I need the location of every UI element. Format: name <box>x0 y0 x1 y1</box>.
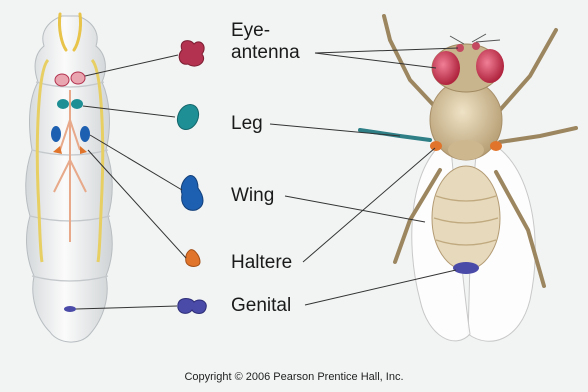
label-wing: Wing <box>231 185 274 206</box>
fly-left-eye <box>432 51 460 85</box>
label-eye-antenna-line2: antenna <box>231 42 300 63</box>
eye-antenna-disc <box>179 41 204 66</box>
label-leg: Leg <box>231 113 263 134</box>
larva-wing-disc-left <box>51 126 61 142</box>
larva-wing-disc-right <box>80 126 90 142</box>
leg-disc <box>173 101 202 133</box>
adult-fly <box>360 16 576 341</box>
fly-right-haltere <box>490 141 502 151</box>
label-eye-antenna-line1: Eye- <box>231 20 270 41</box>
fly-genitalia <box>453 262 479 274</box>
fly-front-right-leg <box>500 30 556 110</box>
larva-eye-antenna-disc-left <box>55 74 69 86</box>
fly-right-antenna <box>472 42 480 50</box>
larva <box>26 14 113 342</box>
fly-front-left-leg <box>384 16 440 112</box>
fly-left-haltere <box>430 141 442 151</box>
larva-genital-disc <box>64 306 76 312</box>
haltere-disc <box>186 250 200 267</box>
genital-disc <box>178 299 206 314</box>
fly-right-eye <box>476 49 504 83</box>
fly-abdomen <box>432 166 500 270</box>
fly-mid-right-leg <box>500 128 576 142</box>
label-haltere: Haltere <box>231 252 292 273</box>
larva-leg-disc-right <box>71 99 83 109</box>
larva-leg-disc-left <box>57 99 69 109</box>
fly-mid-left-leg <box>360 130 430 140</box>
larva-eye-antenna-disc-right <box>71 72 85 84</box>
label-genital: Genital <box>231 295 291 316</box>
copyright-text: Copyright © 2006 Pearson Prentice Hall, … <box>184 371 403 383</box>
wing-disc <box>181 176 203 211</box>
isolated-discs <box>173 41 206 314</box>
